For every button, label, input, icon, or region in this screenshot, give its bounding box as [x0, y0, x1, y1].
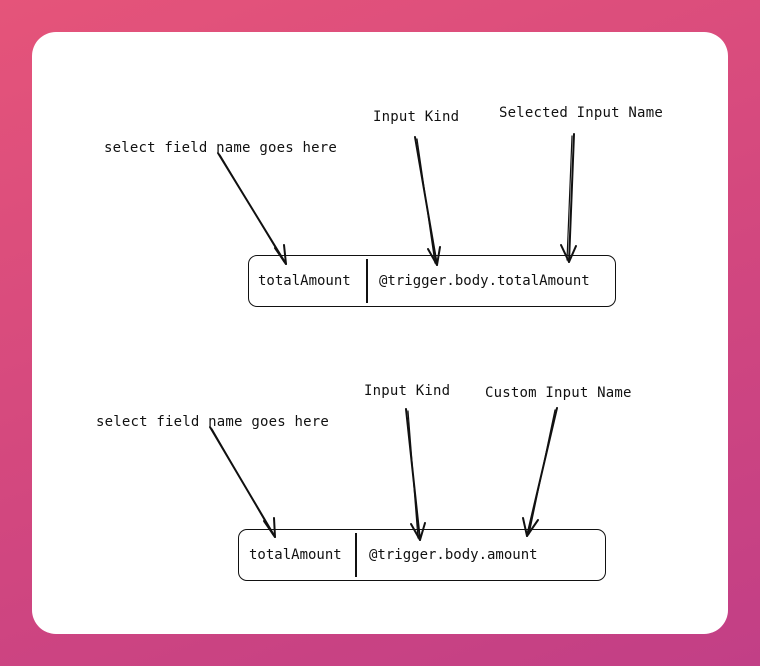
arrow-field-name-1 — [217, 152, 287, 265]
field-separator-1 — [366, 259, 368, 303]
label-selected-input-name: Selected Input Name — [499, 105, 663, 121]
field-name-1: totalAmount — [258, 273, 351, 289]
label-select-field-1: select field name goes here — [104, 140, 337, 156]
label-input-kind-1: Input Kind — [373, 109, 460, 125]
field-separator-2 — [355, 533, 357, 577]
field-box-2: totalAmount @trigger.body.amount — [238, 529, 606, 581]
field-value-1: @trigger.body.totalAmount — [379, 273, 590, 289]
label-custom-input-name: Custom Input Name — [485, 385, 632, 401]
arrow-input-kind-2 — [405, 408, 426, 541]
arrow-custom-input — [522, 407, 558, 537]
label-select-field-2: select field name goes here — [96, 414, 329, 430]
label-input-kind-2: Input Kind — [364, 383, 451, 399]
arrow-selected-input — [560, 133, 577, 263]
field-value-2: @trigger.body.amount — [369, 547, 538, 563]
field-name-2: totalAmount — [249, 547, 342, 563]
arrow-field-name-2 — [209, 426, 276, 538]
arrow-input-kind-1 — [414, 136, 441, 266]
